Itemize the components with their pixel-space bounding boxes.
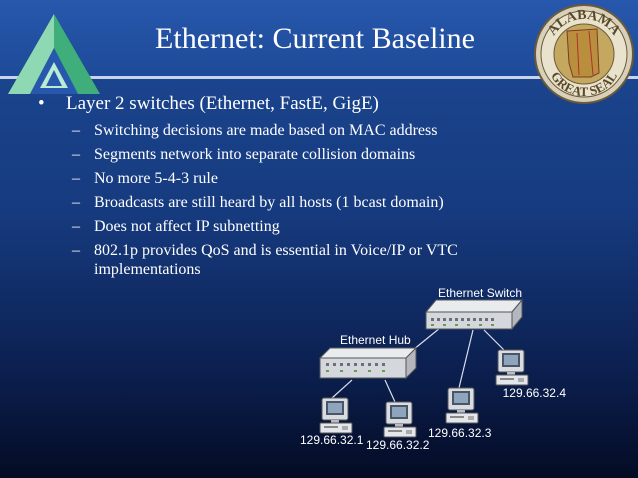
bullet-item: • Layer 2 switches (Ethernet, FastE, Gig… — [38, 92, 608, 116]
host-label: 129.66.32.4 — [503, 386, 567, 400]
title-divider — [0, 76, 638, 79]
title-bar — [0, 0, 638, 76]
sub-bullet-text: Broadcasts are still heard by all hosts … — [94, 194, 444, 211]
sub-bullet-text: Segments network into separate collision… — [94, 146, 416, 163]
sub-bullet-dash: – — [72, 122, 80, 139]
computer-icon — [319, 397, 353, 434]
triangle-logo-icon — [8, 14, 100, 94]
sub-bullet-item: – Broadcasts are still heard by all host… — [72, 193, 608, 212]
host-label: 129.66.32.2 — [366, 438, 430, 452]
host-label: 129.66.32.3 — [428, 426, 492, 440]
sub-bullet-item: – Does not affect IP subnetting — [72, 217, 608, 236]
computer-icon — [495, 349, 529, 386]
sub-bullet-text: Switching decisions are made based on MA… — [94, 122, 438, 139]
sub-bullet-item: – 802.1p provides QoS and is essential i… — [72, 241, 554, 279]
sub-bullet-item: – No more 5-4-3 rule — [72, 169, 608, 188]
state-seal-icon: ALABAMA GREAT SEAL — [534, 4, 634, 104]
sub-bullet-text: Does not affect IP subnetting — [94, 218, 280, 235]
switch-label: Ethernet Switch — [438, 286, 522, 300]
bullet-text: Layer 2 switches (Ethernet, FastE, GigE) — [66, 93, 379, 114]
sub-bullet-dash: – — [72, 146, 80, 163]
sub-bullet-item: – Switching decisions are made based on … — [72, 121, 608, 140]
computer-icon — [383, 401, 417, 438]
hub-label: Ethernet Hub — [340, 333, 411, 347]
computer-icon — [445, 387, 479, 424]
sub-bullet-item: – Segments network into separate collisi… — [72, 145, 608, 164]
sub-bullet-dash: – — [72, 170, 80, 187]
page-title: Ethernet: Current Baseline — [155, 22, 475, 55]
sub-bullet-dash: – — [72, 242, 80, 259]
sub-bullet-dash: – — [72, 194, 80, 211]
bullet-list: • Layer 2 switches (Ethernet, FastE, Gig… — [38, 92, 608, 279]
sub-bullet-text: No more 5-4-3 rule — [94, 170, 218, 187]
sub-bullet-text: 802.1p provides QoS and is essential in … — [94, 242, 458, 278]
network-hub-icon — [318, 346, 418, 380]
host-label: 129.66.32.1 — [300, 433, 364, 447]
sub-bullet-dash: – — [72, 218, 80, 235]
network-switch-icon — [424, 298, 524, 331]
bullet-dot: • — [38, 93, 45, 114]
